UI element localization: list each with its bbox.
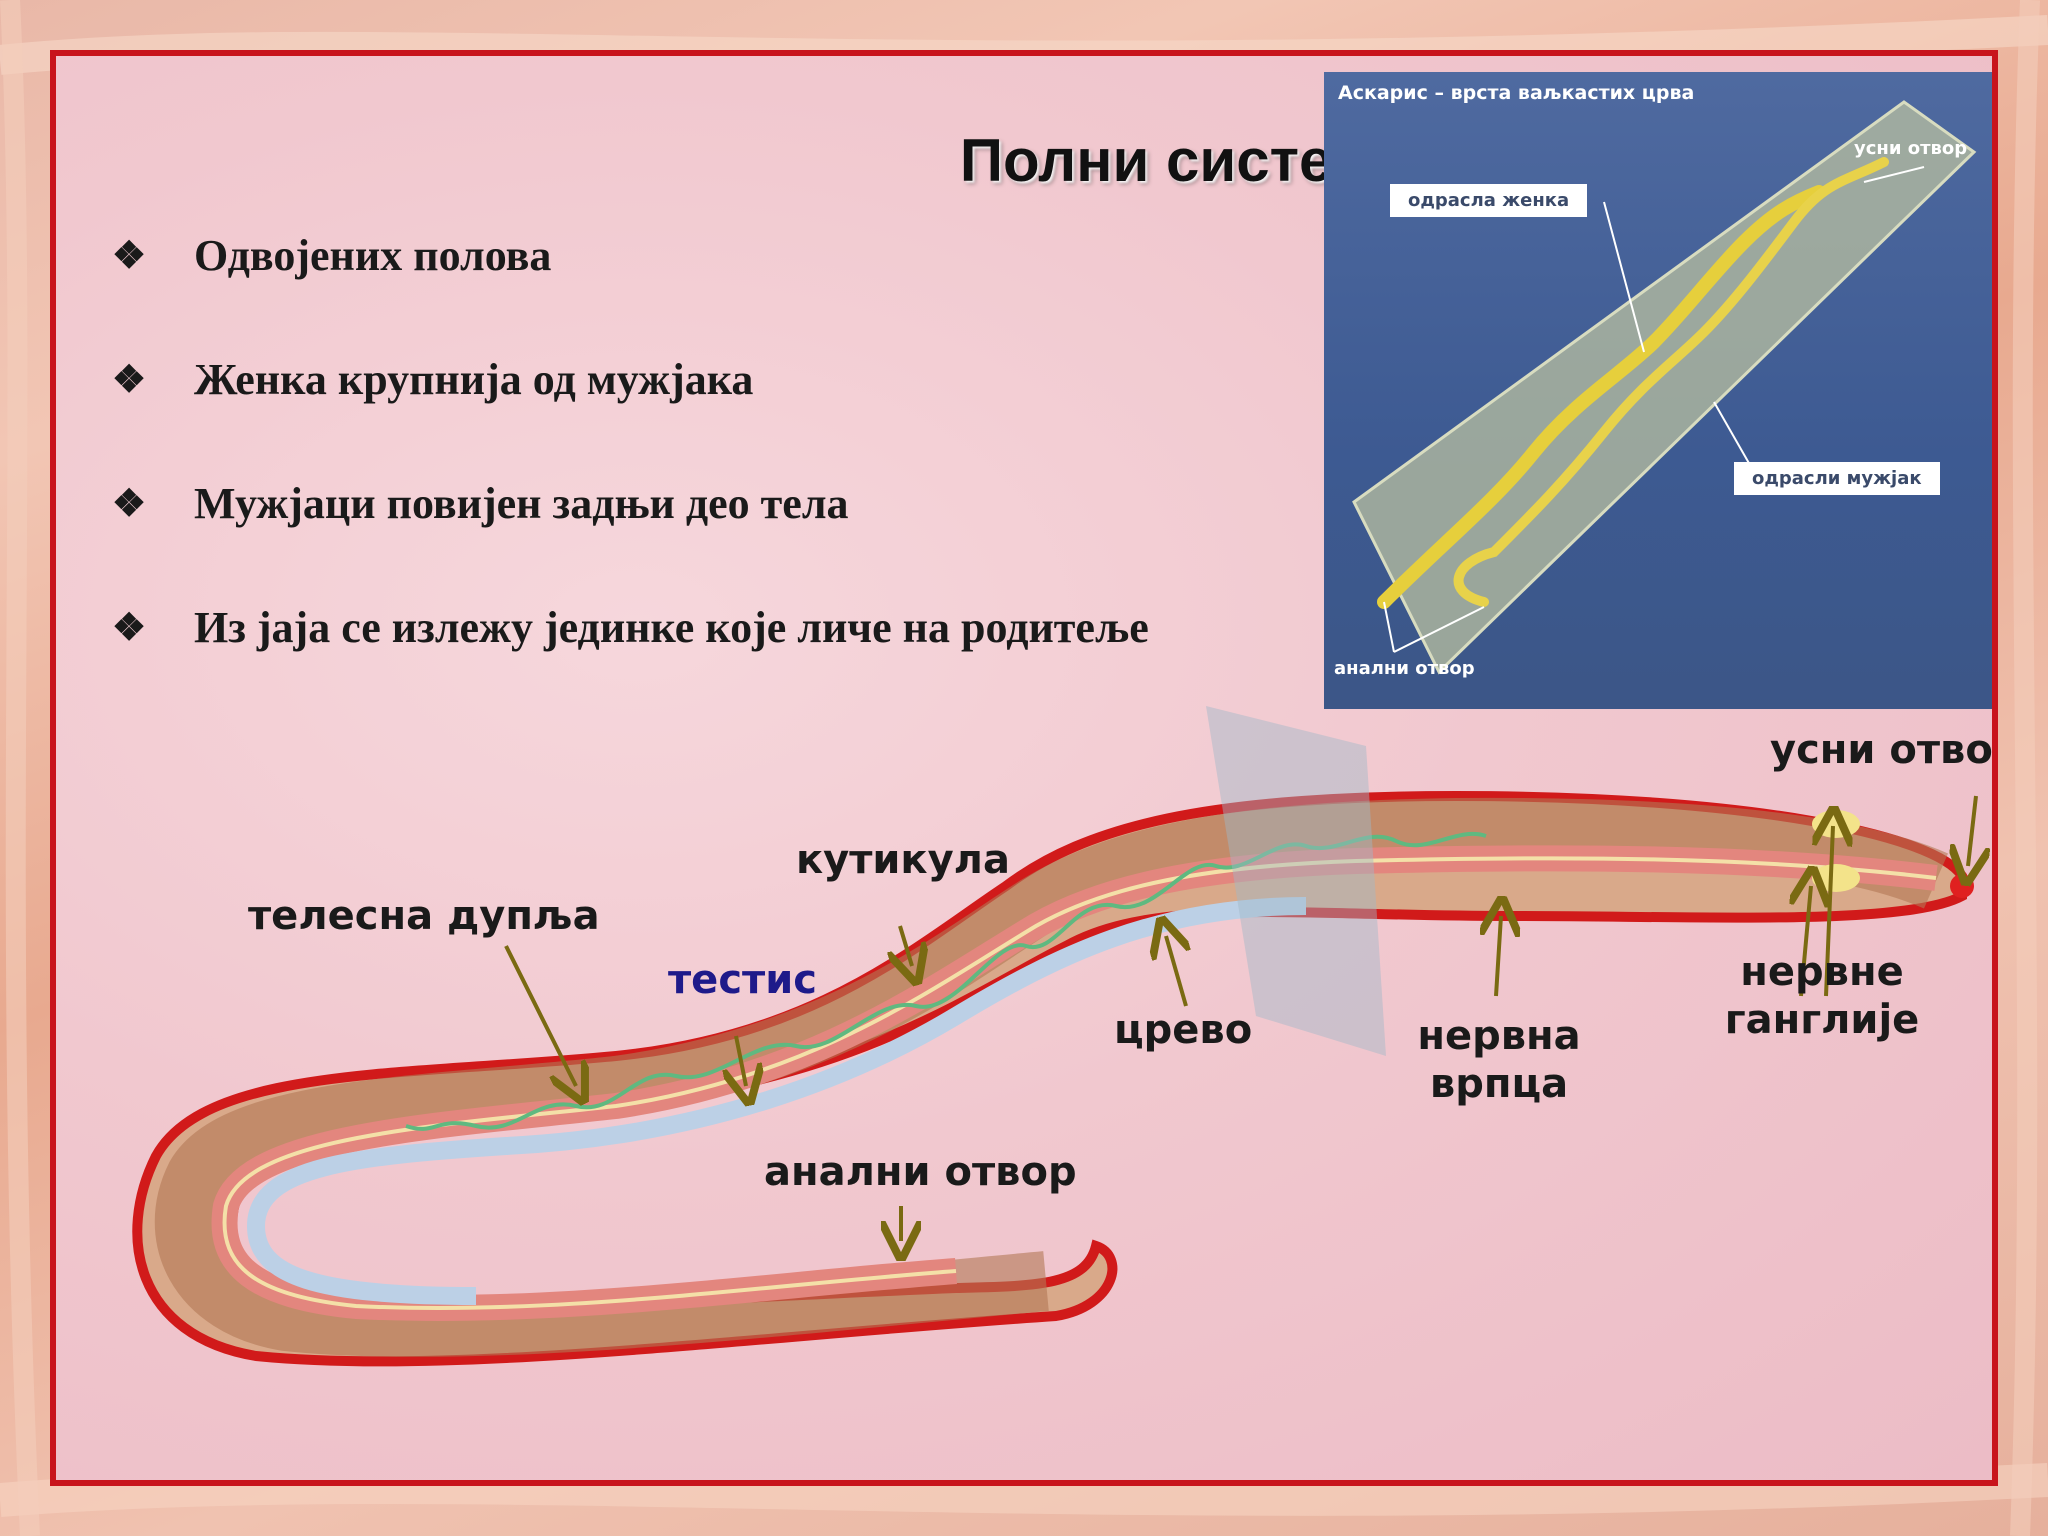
ascaris-photo: Аскарис – врста ваљкастих црва одрасла ж… (1324, 72, 1992, 709)
bullet-text: Одвојених полова (194, 231, 552, 280)
photo-label-anus: анални отвор (1334, 658, 1475, 679)
arrow (1801, 886, 1811, 997)
worm-cavity (154, 797, 1949, 1357)
bullet-text: Мужјаци повијен задњи део тела (194, 479, 849, 528)
bullet-item: ❖ Мужјаци повијен задњи део тела (112, 474, 1149, 598)
diamond-bullet-icon: ❖ (112, 483, 147, 525)
diamond-bullet-icon: ❖ (112, 235, 147, 277)
label-mouth: усни отвор (1770, 727, 1998, 773)
section-plane (1206, 706, 1386, 1056)
diamond-bullet-icon: ❖ (112, 607, 147, 649)
bullet-item: ❖ Одвојених полова (112, 226, 1149, 350)
slide-frame: Полни систем ❖ Одвојених полова ❖ Женка кр… (50, 50, 1998, 1486)
label-anus: анални отвор (764, 1149, 1077, 1195)
bullet-text: Женка крупнија од мужјака (194, 355, 754, 404)
bullet-list: ❖ Одвојених полова ❖ Женка крупнија од муж… (112, 226, 1149, 722)
arrow (1496, 916, 1501, 997)
worm-vas-deferens (246, 897, 1307, 1305)
label-nerve-ganglia-line2: ганглије (1724, 997, 1920, 1043)
photo-label-male: одрасли мужјак (1734, 462, 1940, 495)
bullet-item: ❖ Женка крупнија од мужјака (112, 350, 1149, 474)
worm-anatomy-diagram (132, 706, 1998, 1367)
label-nerve-cord-line1: нервна (1417, 1013, 1581, 1059)
arrow (504, 945, 576, 1086)
label-nerve-ganglia-line1: нервне (1740, 949, 1904, 995)
photo-label-female: одрасла женка (1390, 184, 1588, 217)
label-testis: тестис (668, 957, 817, 1003)
arrow (1968, 795, 1976, 866)
label-nerve-cord-line2: врпца (1429, 1061, 1569, 1107)
arrow (1826, 826, 1833, 997)
photo-label-mouth: усни отвор (1854, 138, 1968, 159)
label-intestine: црево (1114, 1007, 1253, 1053)
arrow (900, 925, 912, 966)
slide-title: Полни систем (959, 127, 1376, 194)
diamond-bullet-icon: ❖ (112, 359, 147, 401)
nerve-ganglion (1812, 864, 1860, 892)
photo-title: Аскарис – врста ваљкастих црва (1338, 82, 1695, 104)
label-cuticle: кутикула (796, 837, 1010, 883)
label-body-cavity: телесна дупља (248, 893, 600, 939)
label-nerve-cord: нервна врпца (1414, 1012, 1584, 1108)
label-nerve-ganglia: нервне ганглије (1722, 948, 1922, 1044)
mouth-opening (1950, 874, 1974, 898)
bullet-item: ❖ Из јаја се излежу јединке које личе на … (112, 598, 1149, 722)
nerve-ganglion (1812, 810, 1860, 838)
specimen-illustration (1352, 100, 1977, 675)
arrow (736, 1035, 746, 1086)
bullet-text: Из јаја се излежу јединке које личе на р… (194, 603, 1149, 652)
arrow (1166, 936, 1186, 1007)
